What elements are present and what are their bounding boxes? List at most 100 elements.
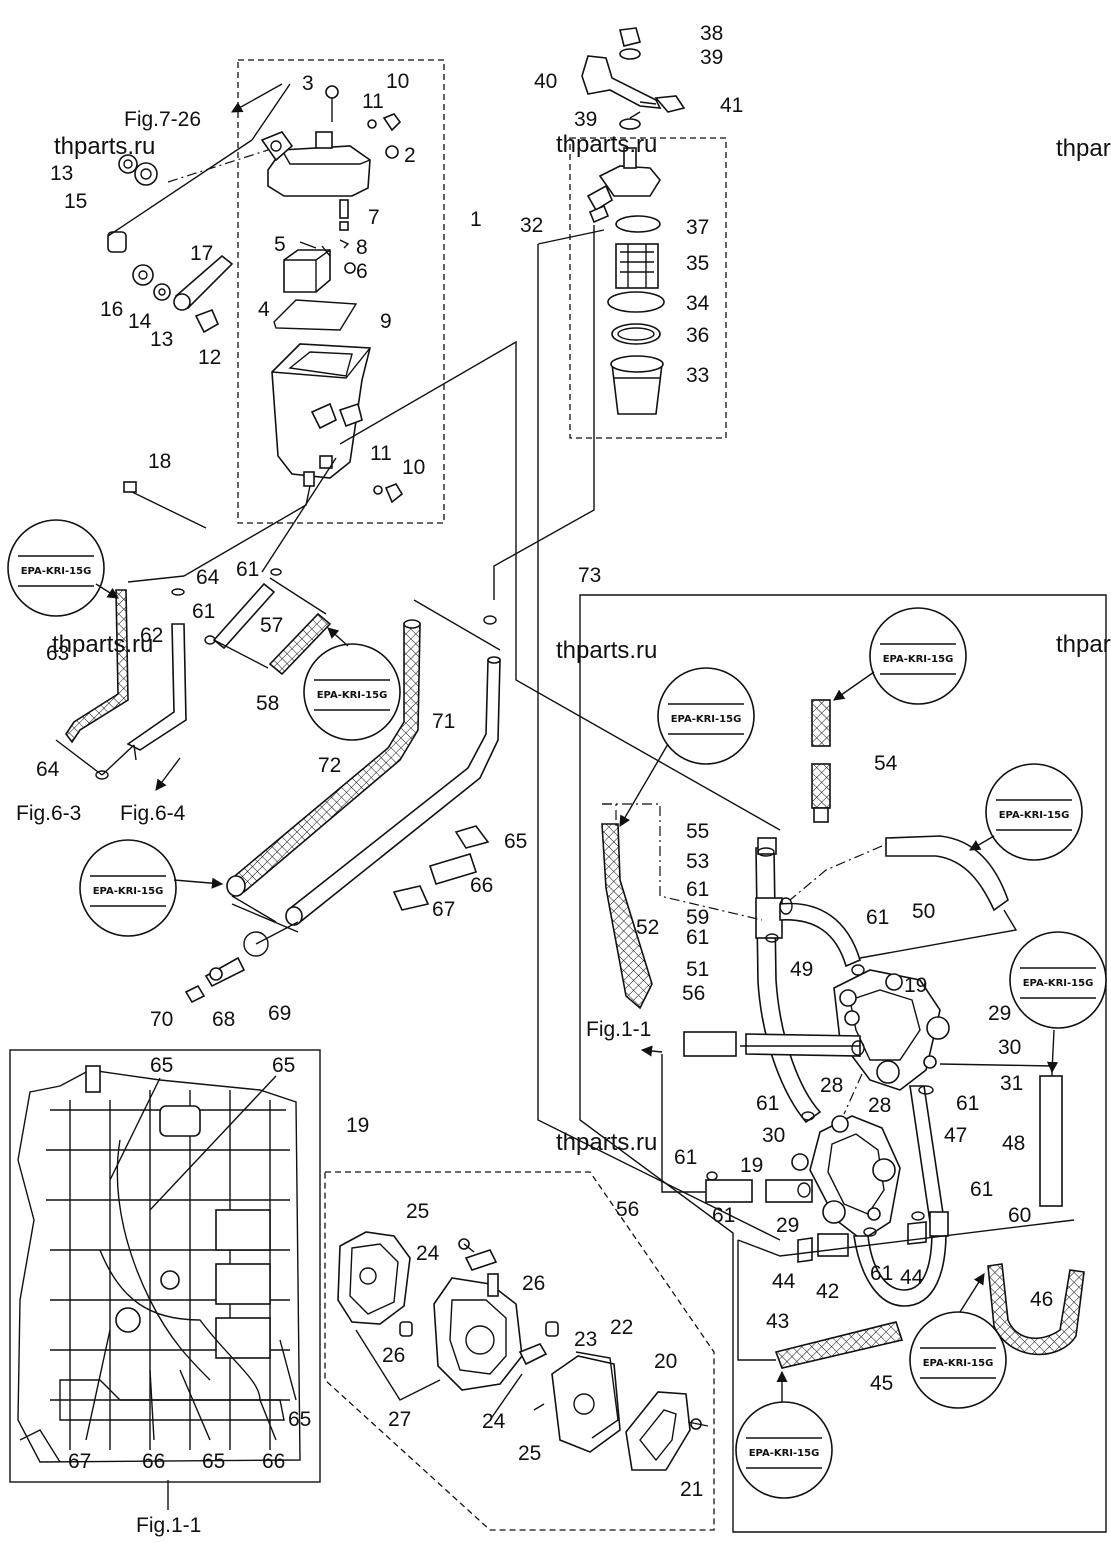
callout-hoses-left-5: 63: [46, 642, 69, 665]
watermark-4: thparts.ru: [52, 631, 153, 658]
callout-pump-assembly-29: 60: [1008, 1204, 1031, 1227]
callout-pump-assembly-16: 31: [1000, 1072, 1023, 1095]
epa-stamp-7: EPA-KRI-15G: [1009, 931, 1107, 1029]
callout-pump-assembly-22: 48: [1002, 1132, 1025, 1155]
callout-fuel-tank-0: 3: [302, 72, 314, 95]
pump-leader-24b: [489, 1373, 523, 1421]
callout-fuel-tank-7: 6: [356, 260, 368, 283]
ref-fig-6-3: Fig.6-3: [16, 802, 81, 825]
filter-oring-37: [615, 215, 661, 233]
callout-fuel-tank-16: 14: [128, 310, 152, 333]
pump-gasket-22: [575, 1351, 619, 1439]
callout-pump-assembly-27: 29: [776, 1214, 799, 1237]
pump-diaphragm-23: [551, 1355, 621, 1453]
pump-check-valve-24: [464, 1249, 498, 1271]
filter-head: [586, 147, 661, 224]
fuel-float: [283, 241, 331, 293]
filter-ring-36: [611, 323, 661, 345]
svg-text:EPA-KRI-15G: EPA-KRI-15G: [749, 1448, 820, 1459]
callout-engine-inset-1: 65: [272, 1054, 295, 1077]
callout-fuel-tank-5: 5: [274, 233, 286, 256]
callout-pump-assembly-24: 61: [674, 1146, 697, 1169]
callout-hoses-left-10: 71: [432, 710, 455, 733]
figure-references: Fig.7-26 Fig.6-3 Fig.6-4 Fig.1-1 Fig.1-1: [16, 108, 651, 1537]
callout-fuel-pump-4: 26: [382, 1344, 405, 1367]
callout-pump-assembly-2: 53: [686, 850, 709, 873]
svg-text:EPA-KRI-15G: EPA-KRI-15G: [1023, 978, 1094, 989]
callout-pump-assembly-36: 45: [870, 1372, 893, 1395]
callout-fuel-tank-8: 1: [470, 208, 482, 231]
callout-fuel-pump-11: 21: [680, 1478, 703, 1501]
hose-57: [212, 582, 276, 650]
callout-hoses-left-15: 68: [212, 1008, 235, 1031]
callout-pump-assembly-25: 56: [616, 1198, 639, 1221]
tank-fitting-7: [339, 199, 349, 231]
tank-bolt-10b: [384, 483, 404, 504]
clip-64a: [171, 588, 185, 596]
callout-fuel-tank-14: 15: [64, 190, 87, 213]
hose-56-lower: [705, 1179, 813, 1203]
callout-pump-assembly-14: 30: [998, 1036, 1021, 1059]
pump-collar-26a: [399, 1321, 413, 1337]
callout-fuel-pump-0: 19: [346, 1114, 369, 1137]
callout-fuel-pump-6: 22: [610, 1316, 633, 1339]
callout-filter-9: 36: [686, 324, 709, 347]
fuel-tank-group-box: [237, 59, 445, 524]
pump-leader-25b: [533, 1403, 545, 1411]
callout-engine-inset-3: 66: [142, 1450, 165, 1473]
callout-filter-7: 35: [686, 252, 709, 275]
filter-element-35: [615, 243, 659, 289]
watermark-layer: thparts.ru thparts.ru thparts.ru thparts…: [52, 131, 1111, 1156]
callout-pump-assembly-1: 55: [686, 820, 709, 843]
pump-assembly-clamps: [706, 847, 934, 1237]
bolt-12: [194, 308, 220, 334]
cable-tie-18: [123, 481, 207, 529]
callout-pump-assembly-6: 52: [636, 916, 659, 939]
fuel-tank-cap: [260, 131, 371, 197]
callout-pump-assembly-9: 61: [866, 906, 889, 929]
hose-47: [909, 1085, 945, 1223]
filter-cup-33: [610, 355, 664, 415]
callout-fuel-pump-1: 25: [406, 1200, 429, 1223]
epa-stamp-1: EPA-KRI-15G: [7, 519, 105, 617]
watermark-7: thparts.ru: [556, 1129, 657, 1156]
engine-inset-frame: [9, 1049, 321, 1483]
ref-fig-7-26: Fig.7-26: [124, 108, 201, 131]
callout-fuel-tank-15: 16: [100, 298, 123, 321]
tank-screw-3: [325, 85, 339, 122]
hose-71: [285, 656, 501, 926]
tank-washer-11a: [367, 119, 377, 129]
callout-pump-assembly-23: 19: [740, 1154, 763, 1177]
callout-fuel-tank-13: 13: [50, 162, 73, 185]
callout-hoses-left-3: 61: [192, 600, 215, 623]
plug-70: [184, 984, 206, 1004]
callout-fuel-tank-17: 13: [150, 328, 173, 351]
hose-46: [987, 1263, 1085, 1356]
callout-pump-assembly-21: 30: [762, 1124, 785, 1147]
hose-49: [779, 902, 861, 968]
callout-fuel-tank-19: 17: [190, 242, 213, 265]
callout-filter-5: 32: [520, 214, 543, 237]
callout-hoses-left-0: 64: [196, 566, 220, 589]
callout-fuel-pump-7: 20: [654, 1350, 677, 1373]
callout-fuel-pump-8: 27: [388, 1408, 411, 1431]
pump-cover-27: [337, 1231, 411, 1325]
collar-16: [107, 231, 127, 253]
callout-pump-assembly-20: 47: [944, 1124, 967, 1147]
hose-54: [811, 699, 831, 823]
clip-65: [454, 825, 490, 849]
callout-engine-inset-0: 65: [150, 1054, 173, 1077]
callout-fuel-tank-6: 8: [356, 236, 368, 259]
tank-screw-6: [344, 262, 356, 274]
hose-43: [774, 1321, 904, 1369]
joint-68: [204, 956, 246, 988]
callout-fuel-tank-10: 9: [380, 310, 392, 333]
filter-bracket-40: [581, 55, 662, 109]
pump-leader-27: [355, 1329, 441, 1401]
callout-hoses-left-8: 64: [36, 758, 60, 781]
hose-63: [65, 589, 129, 744]
callout-fuel-tank-4: 7: [368, 206, 380, 229]
callout-hoses-left-7: 58: [256, 692, 279, 715]
hose-56-upper: [683, 1031, 861, 1057]
